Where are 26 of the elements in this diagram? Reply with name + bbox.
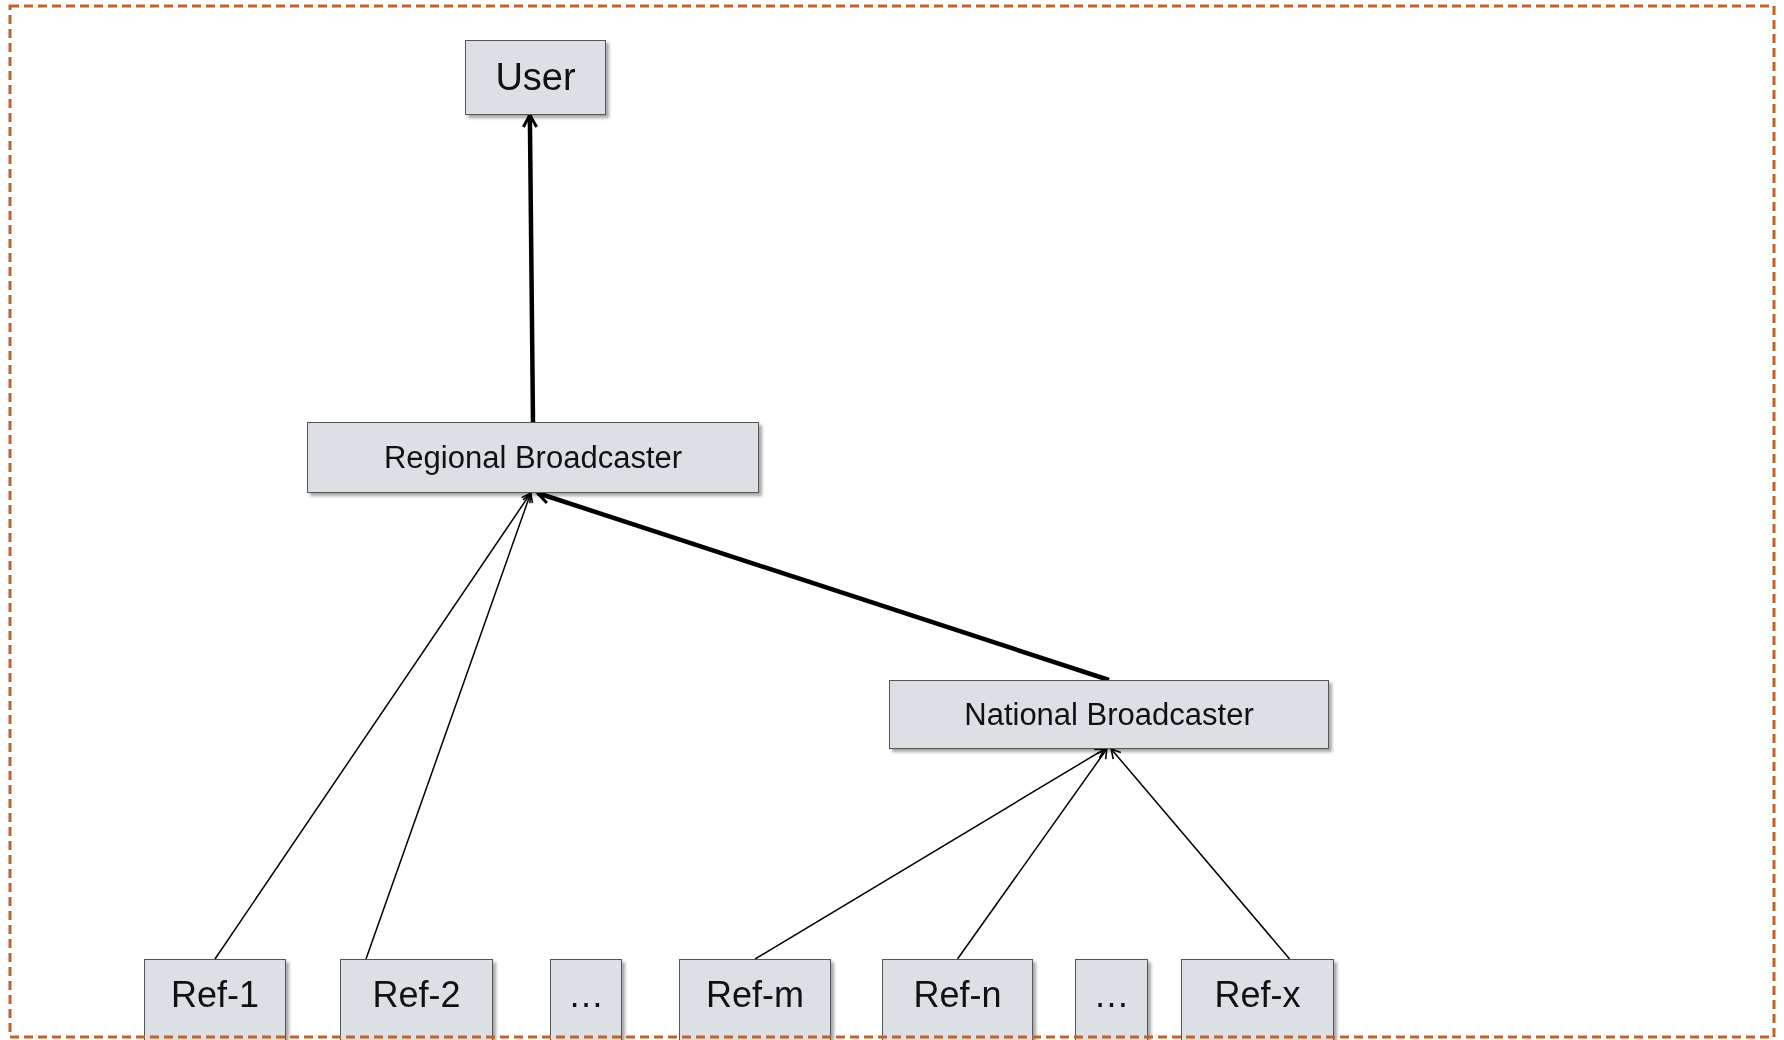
process-box: [882, 959, 1033, 1040]
process-box: [889, 680, 1329, 749]
node-label: User: [495, 56, 576, 99]
process-box: [340, 959, 493, 1040]
node-label: Ref-m: [706, 974, 804, 1016]
process-box: [465, 40, 606, 115]
node-label: …: [568, 974, 604, 1016]
node-label: …: [1093, 974, 1130, 1016]
process-box: [550, 959, 622, 1040]
arrow: [754, 748, 1106, 960]
arrow: [365, 492, 534, 960]
arrow: [214, 492, 532, 960]
node-label: Ref-x: [1214, 974, 1301, 1016]
node-label: Ref-1: [171, 974, 259, 1016]
process-box: [679, 959, 831, 1040]
node-label: Ref-n: [913, 974, 1002, 1016]
process-box: [144, 959, 286, 1040]
node-label: Ref-2: [372, 974, 461, 1016]
process-box: [1075, 959, 1148, 1040]
process-box: [1181, 959, 1334, 1040]
process-box: [307, 422, 759, 493]
node-label: National Broadcaster: [964, 696, 1254, 733]
node-label: Regional Broadcaster: [383, 439, 683, 476]
arrow: [521, 113, 539, 423]
arrow: [1110, 748, 1291, 960]
arrow: [956, 748, 1108, 960]
